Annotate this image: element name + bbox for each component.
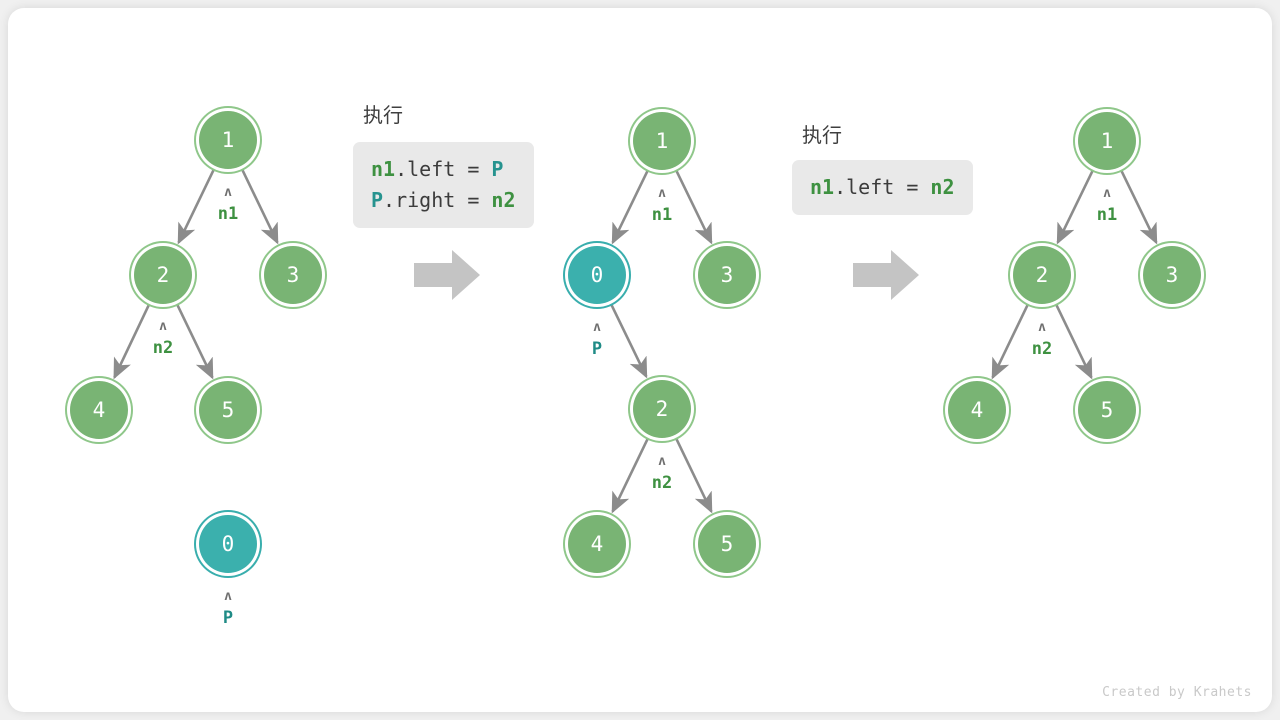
tree-node: 5 <box>199 381 257 439</box>
code-token: .left = <box>395 157 492 181</box>
tree-node-value: 1 <box>1100 128 1114 153</box>
tree-node-value: 5 <box>720 531 734 556</box>
pointer-label-text: n1 <box>1096 205 1118 225</box>
pointer-label-n1: ʌ n1 <box>1097 187 1117 224</box>
code-line: n1.left = n2 <box>810 172 955 203</box>
white-card-panel <box>8 8 1272 712</box>
step2-title: 执行 <box>363 103 403 127</box>
caret-icon: ʌ <box>658 454 666 469</box>
caret-icon: ʌ <box>593 320 601 335</box>
tree-node-value: 5 <box>221 397 235 422</box>
code-token: P <box>371 188 384 212</box>
code-token: n1 <box>371 157 396 181</box>
tree-node: 3 <box>1143 246 1201 304</box>
tree-node-value: 0 <box>590 262 604 287</box>
tree-node-value: 1 <box>655 128 669 153</box>
pointer-label-text: P <box>222 608 234 628</box>
tree-node-value: 4 <box>590 531 604 556</box>
pointer-label-text: P <box>591 339 603 359</box>
pointer-label-text: n2 <box>152 338 174 358</box>
pointer-label-n1: ʌ n1 <box>652 187 672 224</box>
caret-icon: ʌ <box>224 589 232 604</box>
tree-node-value: 2 <box>156 262 170 287</box>
tree-node: 1 <box>1078 112 1136 170</box>
tree-node-value: 5 <box>1100 397 1114 422</box>
code-token: n2 <box>491 188 516 212</box>
tree-node: 1 <box>199 111 257 169</box>
code-token: n1 <box>810 175 835 199</box>
tree-node-value: 4 <box>92 397 106 422</box>
code-line: n1.left = P <box>371 154 516 185</box>
tree-node: 2 <box>1013 246 1071 304</box>
tree-node-value: 1 <box>221 127 235 152</box>
tree-node: 0 <box>199 515 257 573</box>
tree-node-value: 4 <box>970 397 984 422</box>
credit-text: Created by Krahets <box>1102 685 1252 700</box>
tree-node: 3 <box>264 246 322 304</box>
caret-icon: ʌ <box>658 186 666 201</box>
pointer-label-n2: ʌ n2 <box>1032 321 1052 358</box>
pointer-label-n2: ʌ n2 <box>652 455 672 492</box>
code-token: P <box>491 157 504 181</box>
pointer-label-n2: ʌ n2 <box>153 320 173 357</box>
tree-node-value: 2 <box>655 396 669 421</box>
tree-node: 5 <box>1078 381 1136 439</box>
caret-icon: ʌ <box>1038 320 1046 335</box>
caret-icon: ʌ <box>1103 186 1111 201</box>
tree-node-value: 3 <box>286 262 300 287</box>
step3-code-block: n1.left = n2 <box>792 160 973 215</box>
code-token: .right = <box>383 188 492 212</box>
tree-node: 0 <box>568 246 626 304</box>
tree-node: 2 <box>134 246 192 304</box>
caret-icon: ʌ <box>224 185 232 200</box>
code-token: n2 <box>930 175 955 199</box>
tree-node: 4 <box>948 381 1006 439</box>
step3-title: 执行 <box>802 123 842 147</box>
tree-node-value: 0 <box>221 531 235 556</box>
tree-node: 4 <box>70 381 128 439</box>
pointer-label-n1: ʌ n1 <box>218 186 238 223</box>
tree-node: 3 <box>698 246 756 304</box>
tree-node: 1 <box>633 112 691 170</box>
tree-node-value: 2 <box>1035 262 1049 287</box>
pointer-label-text: n1 <box>217 204 239 224</box>
tree-node: 5 <box>698 515 756 573</box>
tree-node: 2 <box>633 380 691 438</box>
caret-icon: ʌ <box>159 319 167 334</box>
code-token: .left = <box>834 175 931 199</box>
tree-node: 4 <box>568 515 626 573</box>
pointer-label-text: n2 <box>651 473 673 493</box>
pointer-label-text: n2 <box>1031 339 1053 359</box>
pointer-label-text: n1 <box>651 205 673 225</box>
tree-node-value: 3 <box>1165 262 1179 287</box>
code-line: P.right = n2 <box>371 185 516 216</box>
tree-node-value: 3 <box>720 262 734 287</box>
